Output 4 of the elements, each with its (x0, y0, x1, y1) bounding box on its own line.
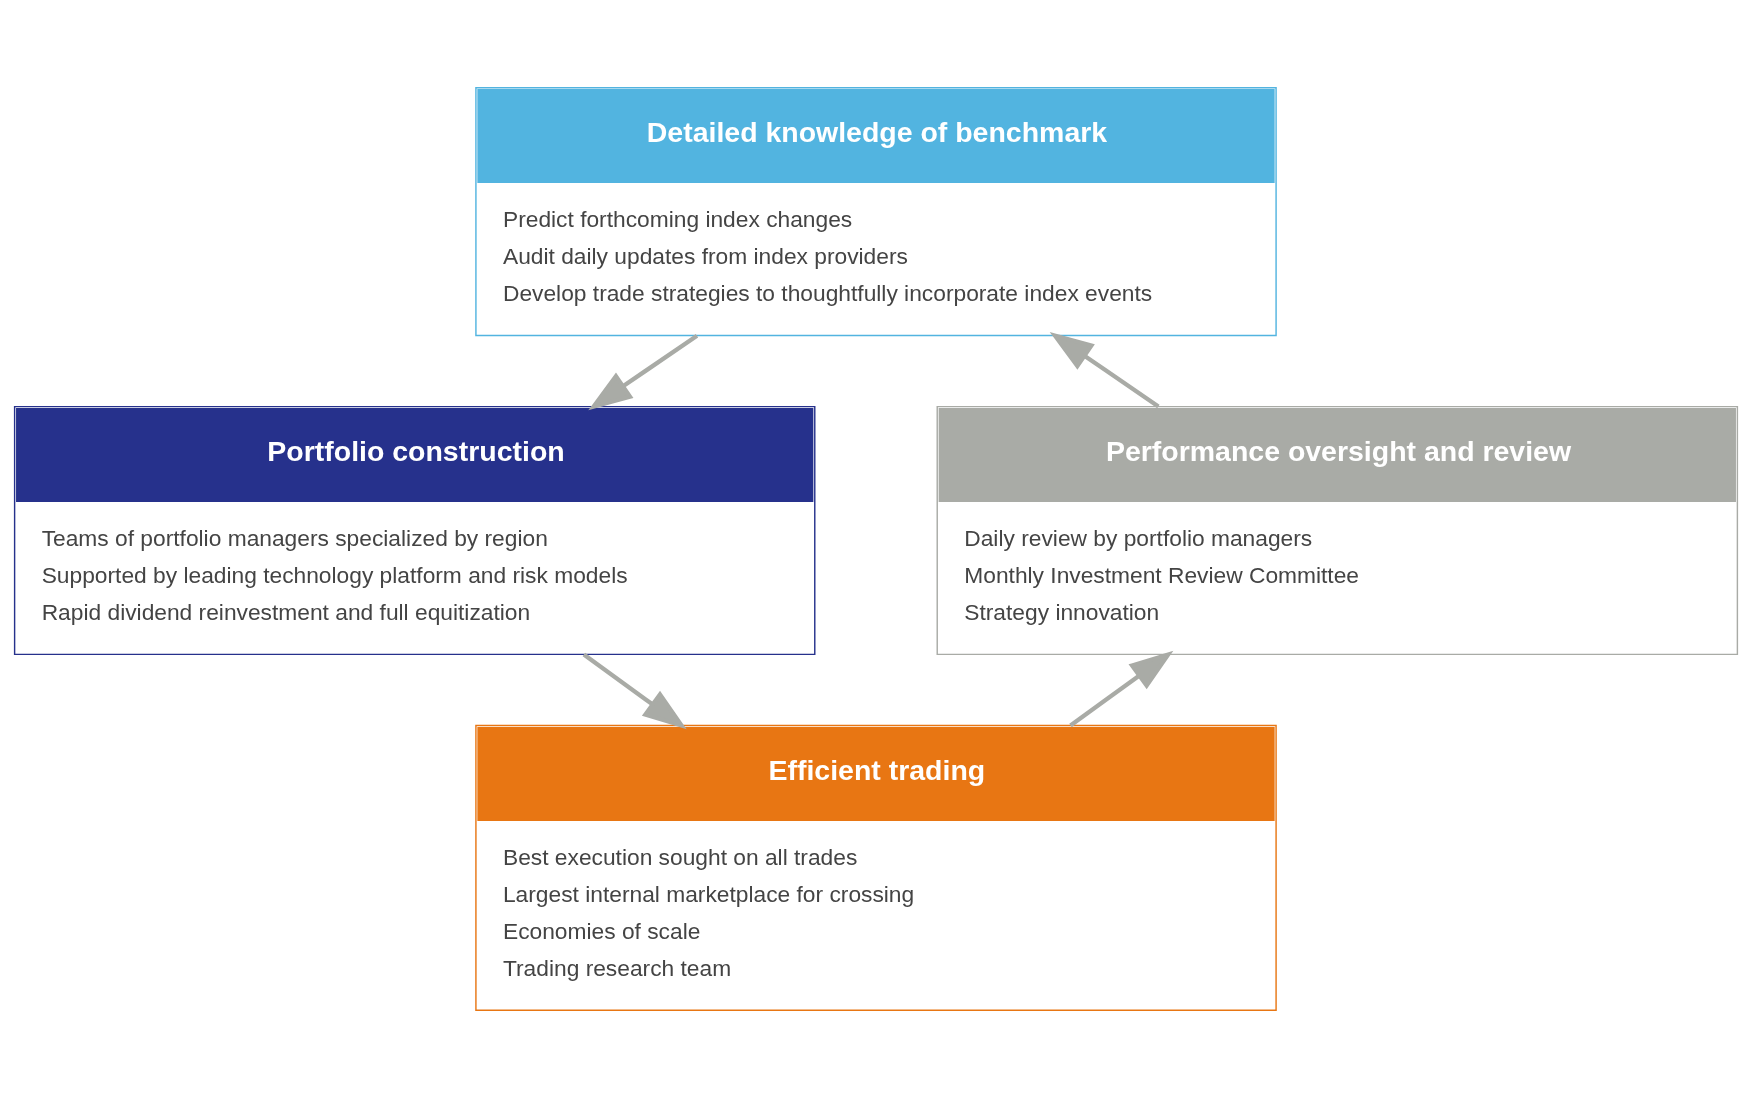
arrow (1049, 332, 1160, 409)
arrow (1069, 650, 1174, 728)
arrow (582, 652, 687, 730)
arrow (588, 333, 699, 411)
